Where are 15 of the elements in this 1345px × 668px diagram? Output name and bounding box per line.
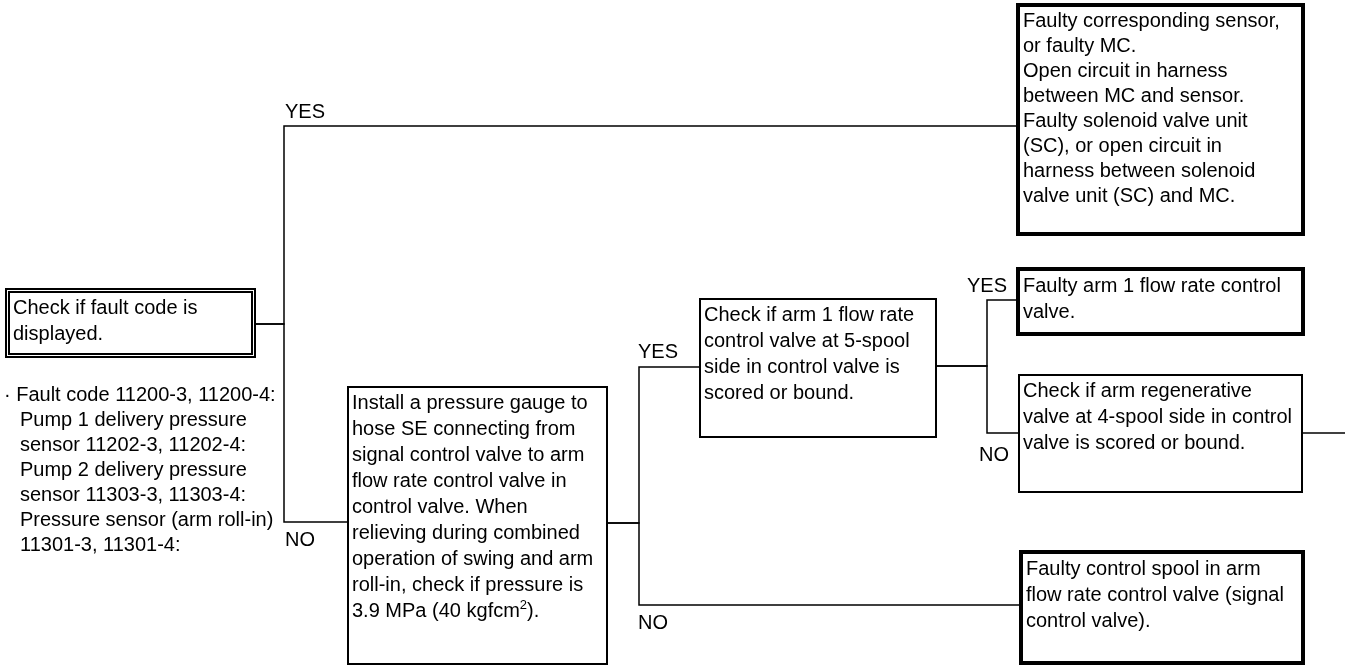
node-text: Open circuit in harness between MC and sensor. [1023, 58, 1246, 108]
check-box: Check if arm 1 flow rate control valve at 5-spool side in control valve is scored or bound. [699, 298, 937, 438]
check-box: Check if arm regenerative valve at 4-spool side in control valve is scored or bound. [1018, 374, 1303, 493]
connector-line [607, 522, 1020, 606]
result-box [1016, 3, 1305, 236]
node-text: Faulty solenoid valve unit (SC), or open circuit in harness between solenoid valve unit (SC) and MC. [1023, 108, 1257, 208]
result-box: Faulty control spool in arm flow rate control valve (signal control valve). [1019, 550, 1305, 665]
start-box: Check if fault code is displayed. [5, 288, 256, 358]
note-text: · Fault code 11200-3, 11200-4: Pump 1 delivery pressure sensor 11202-3, 11202-4: Pump 2 delivery pressure sensor 11303-3, 11303-4: Pressure sensor (arm roll-in) 11301-3, 11301-4: [4, 382, 277, 557]
connector-line [1302, 432, 1345, 434]
connector-line [936, 365, 1019, 434]
process-box: Install a pressure gauge to hose SE connecting from signal control valve to arm flow rate control valve in control valve. When relieving during combined operation of swing and arm roll-in, check if pressure is 3.9 MPa (40 kgfcm$^{2}$). [347, 386, 608, 665]
result-box: Faulty arm 1 flow rate control valve. [1016, 267, 1305, 336]
connector-line [255, 323, 348, 523]
node-text: Faulty corresponding sensor, or faulty MC. [1023, 8, 1281, 58]
